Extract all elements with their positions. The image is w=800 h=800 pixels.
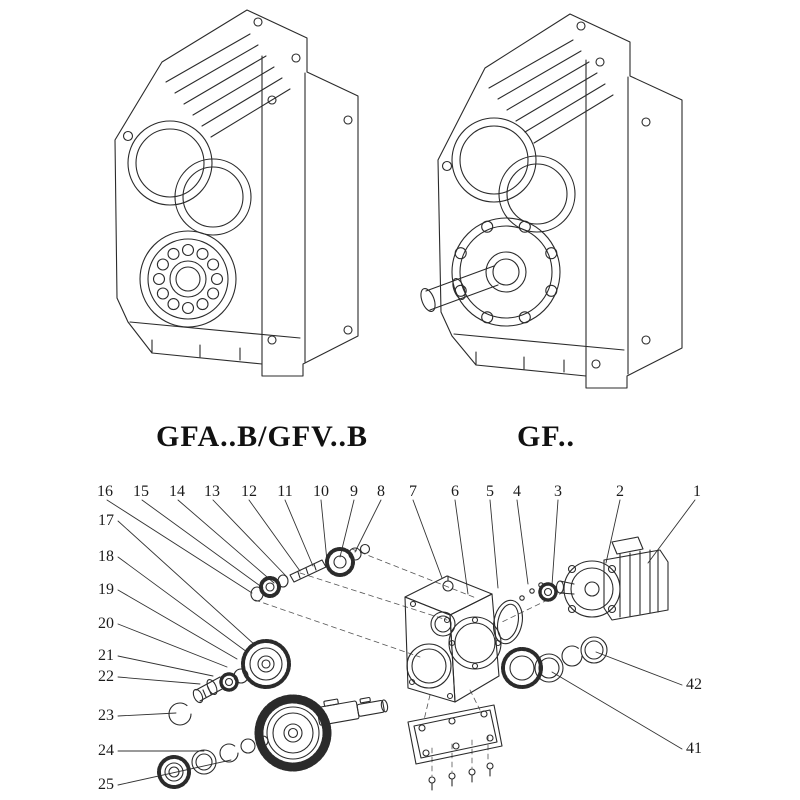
- output-shaft: [420, 265, 499, 312]
- intermediate-shaft-assembly: [250, 543, 371, 602]
- callout-23: 23: [98, 707, 114, 724]
- callout-22: 22: [98, 668, 114, 685]
- callout-14: 14: [169, 483, 185, 500]
- model-label-gfab-gfvb: GFA..B/GFV..B: [156, 420, 368, 453]
- motor-unit: [555, 536, 669, 621]
- intermediate-gear-cluster: [168, 639, 291, 726]
- callout-25: 25: [98, 776, 114, 793]
- callout-18: 18: [98, 548, 114, 565]
- callout-6: 6: [451, 483, 459, 500]
- callout-24: 24: [98, 742, 114, 759]
- callout-20: 20: [98, 615, 114, 632]
- output-gear-assembly: [157, 694, 389, 789]
- callout-8: 8: [377, 483, 385, 500]
- model-label-gf: GF..: [517, 420, 575, 453]
- callout-16: 16: [97, 483, 113, 500]
- callout-9: 9: [350, 483, 358, 500]
- callout-13: 13: [204, 483, 220, 500]
- gear-housing: [404, 575, 502, 703]
- callout-21: 21: [98, 647, 114, 664]
- callout-12: 12: [241, 483, 257, 500]
- callout-11: 11: [277, 483, 293, 500]
- cover-plate: [407, 704, 503, 791]
- exploded-view: [157, 536, 669, 791]
- callout-17: 17: [98, 512, 114, 529]
- alignment-lines: [254, 548, 565, 777]
- input-seal-parts: [493, 582, 558, 645]
- callout-5: 5: [486, 483, 494, 500]
- callout-41: 41: [686, 740, 702, 757]
- callout-2: 2: [616, 483, 624, 500]
- leader-lines: [106, 499, 696, 786]
- callout-19: 19: [98, 581, 114, 598]
- callout-10: 10: [313, 483, 329, 500]
- cover-screws: [428, 762, 494, 791]
- bearing-rollers: [152, 243, 224, 315]
- output-bearing-rings: [501, 636, 608, 689]
- callout-42: 42: [686, 676, 702, 693]
- gearbox-drawing-gf: [420, 13, 683, 389]
- gearbox-drawing-gfab: [114, 9, 359, 377]
- callout-3: 3: [554, 483, 562, 500]
- callout-1: 1: [693, 483, 701, 500]
- callout-4: 4: [513, 483, 521, 500]
- callout-15: 15: [133, 483, 149, 500]
- flange-bolts: [454, 220, 558, 324]
- callout-7: 7: [409, 483, 417, 500]
